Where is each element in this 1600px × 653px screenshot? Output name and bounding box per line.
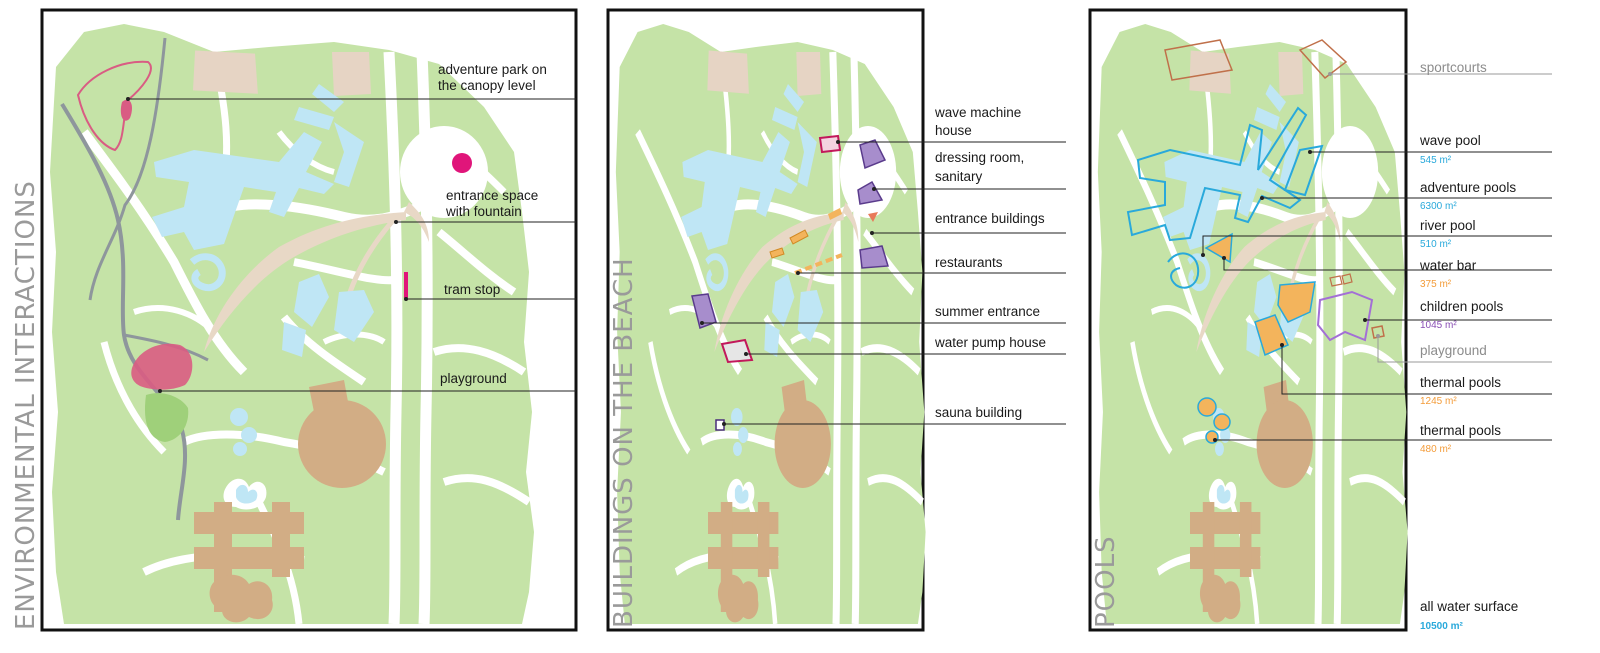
- thermal-pool-outline: [1254, 314, 1289, 357]
- svg-text:house: house: [935, 123, 972, 138]
- thermal-pool-small: [1213, 413, 1231, 431]
- svg-text:adventure pools: adventure pools: [1420, 180, 1516, 195]
- panel-environmental-interactions: ENVIRONMENTAL INTERACTIONS adventure par…: [11, 8, 578, 632]
- label-all-water-surface: all water surface 10500 m²: [1420, 599, 1518, 632]
- wave-machine-house: [818, 134, 842, 154]
- sportcourt-outline: [1164, 39, 1234, 81]
- label-dressing-room: dressing room, sanitary: [872, 150, 1066, 191]
- svg-text:playground: playground: [1420, 343, 1487, 358]
- label-tram-stop: tram stop: [404, 282, 576, 301]
- svg-text:10500 m²: 10500 m²: [1420, 621, 1463, 632]
- label-water-bar: water bar 375 m²: [1222, 256, 1552, 290]
- svg-text:dressing room,: dressing room,: [935, 150, 1024, 165]
- panel-buildings-on-the-beach: BUILDINGS ON THE BEACH wave machine hous…: [606, 8, 1066, 632]
- svg-text:tram stop: tram stop: [444, 282, 500, 297]
- panel-frame: [40, 8, 578, 632]
- summer-entrance-building: [691, 293, 717, 329]
- svg-text:with fountain: with fountain: [445, 204, 522, 219]
- svg-text:restaurants: restaurants: [935, 255, 1003, 270]
- svg-text:545 m²: 545 m²: [1420, 155, 1452, 166]
- svg-text:playground: playground: [440, 371, 507, 386]
- svg-text:1245 m²: 1245 m²: [1420, 396, 1457, 407]
- svg-text:all water surface: all water surface: [1420, 599, 1518, 614]
- svg-text:water pump house: water pump house: [934, 335, 1046, 350]
- label-playground: playground: [1376, 334, 1552, 363]
- svg-text:entrance buildings: entrance buildings: [935, 211, 1045, 226]
- dressing-room: [857, 180, 884, 205]
- label-river-pool: river pool 510 m²: [1201, 218, 1552, 257]
- svg-text:sauna building: sauna building: [935, 405, 1022, 420]
- site-map: [616, 24, 926, 624]
- svg-text:children pools: children pools: [1420, 299, 1504, 314]
- tram-road: [60, 37, 209, 521]
- playground-green: [144, 393, 189, 442]
- label-thermal-pools-large: thermal pools 1245 m²: [1280, 343, 1552, 407]
- building-markers: [691, 134, 889, 431]
- entrance-building: [859, 245, 889, 269]
- svg-text:summer entrance: summer entrance: [935, 304, 1040, 319]
- panel-title-vertical: BUILDINGS ON THE BEACH: [609, 257, 639, 628]
- svg-text:375 m²: 375 m²: [1420, 279, 1452, 290]
- svg-text:480 m²: 480 m²: [1420, 444, 1452, 455]
- fountain-dot: [452, 153, 472, 173]
- adventure-park-core: [120, 99, 133, 121]
- panel-frame: [606, 8, 925, 632]
- label-adventure-park: adventure park on the canopy level: [126, 62, 576, 101]
- svg-text:6300 m²: 6300 m²: [1420, 201, 1457, 212]
- panel-title-vertical: ENVIRONMENTAL INTERACTIONS: [11, 180, 41, 630]
- adventure-pools-outline: [1126, 106, 1308, 242]
- label-wave-pool: wave pool 545 m²: [1308, 133, 1552, 166]
- svg-text:sportcourts: sportcourts: [1420, 60, 1487, 75]
- svg-text:the canopy level: the canopy level: [438, 78, 536, 93]
- site-map: [1098, 24, 1408, 624]
- wave-pool-outline: [1283, 144, 1324, 197]
- label-wave-machine-house: wave machine house: [836, 105, 1066, 144]
- label-adventure-pools: adventure pools 6300 m²: [1260, 180, 1552, 212]
- label-entrance-space: entrance space with fountain: [394, 188, 576, 224]
- water-pump-house: [720, 338, 754, 364]
- restaurant-marker: [1341, 273, 1353, 285]
- label-water-pump-house: water pump house: [744, 335, 1066, 356]
- svg-text:wave machine: wave machine: [934, 105, 1021, 120]
- label-restaurants: restaurants: [796, 255, 1066, 275]
- children-pool-outline: [1277, 281, 1316, 323]
- svg-text:thermal pools: thermal pools: [1420, 423, 1501, 438]
- playground-zone: [131, 343, 193, 390]
- water-bar-outline: [1204, 232, 1233, 264]
- svg-text:1045 m²: 1045 m²: [1420, 320, 1457, 331]
- label-thermal-pools-small: thermal pools 480 m²: [1213, 423, 1552, 455]
- label-summer-entrance: summer entrance: [700, 304, 1066, 325]
- pool-outlines: [1126, 39, 1385, 444]
- svg-text:thermal pools: thermal pools: [1420, 375, 1501, 390]
- svg-text:sanitary: sanitary: [935, 169, 983, 184]
- restaurant-marker: [1329, 275, 1343, 287]
- svg-text:river pool: river pool: [1420, 218, 1476, 233]
- panel-title-vertical: POOLS: [1091, 535, 1121, 628]
- label-playground: playground: [158, 371, 576, 393]
- label-entrance-buildings: entrance buildings: [870, 211, 1066, 235]
- children-pool-outline: [1316, 290, 1374, 342]
- svg-text:entrance space: entrance space: [446, 188, 538, 203]
- panel-pools: POOLS sportcourts wave pool 545 m² adven…: [1088, 8, 1552, 632]
- svg-text:wave pool: wave pool: [1419, 133, 1481, 148]
- playground-outline: [1371, 325, 1385, 339]
- label-children-pools: children pools 1045 m²: [1363, 299, 1552, 331]
- svg-text:water bar: water bar: [1419, 258, 1477, 273]
- sportcourt-outline: [1298, 39, 1348, 80]
- thermal-pool-small: [1197, 397, 1217, 417]
- svg-text:510 m²: 510 m²: [1420, 239, 1452, 250]
- label-sauna-building: sauna building: [722, 405, 1066, 426]
- tram-stop-marker: [404, 272, 408, 298]
- river-pool-outline: [1167, 252, 1200, 289]
- label-sportcourts: sportcourts: [1328, 60, 1552, 76]
- svg-text:adventure park on: adventure park on: [438, 62, 547, 77]
